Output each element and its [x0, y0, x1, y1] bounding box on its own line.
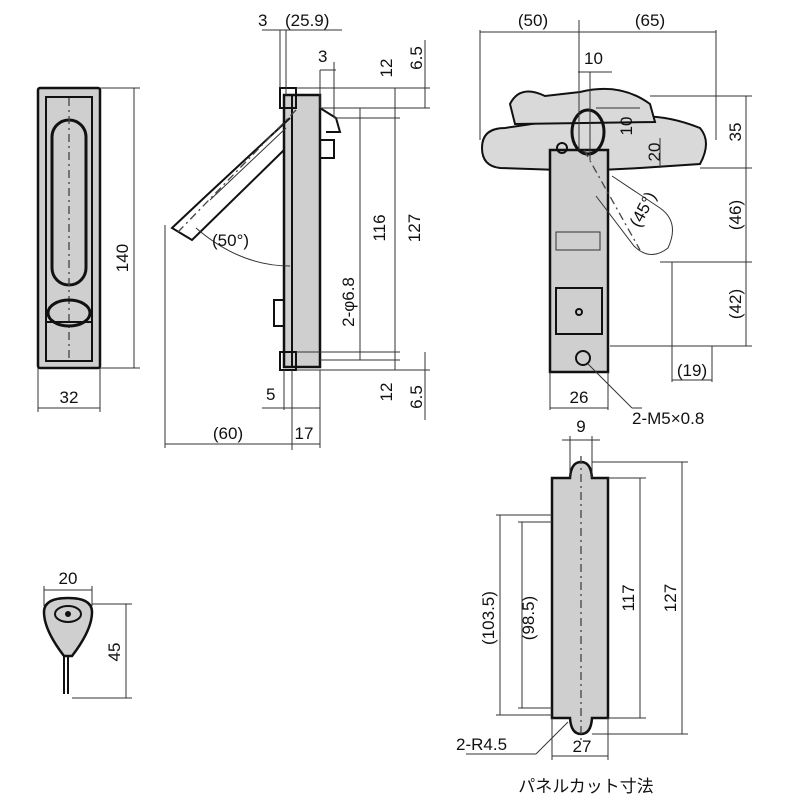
panel-dim-27: 27: [573, 737, 592, 756]
back-dim-10b: 10: [617, 117, 636, 136]
side-angle-label: (50°): [212, 231, 249, 250]
back-dim-35: 35: [726, 123, 745, 142]
side-dim-17: 17: [295, 424, 314, 443]
side-dim-116: 116: [370, 214, 389, 241]
side-dim-bottom-6-5: 6.5: [407, 385, 426, 409]
back-angle-45: (45°): [626, 189, 660, 231]
panel-dim-103-5: (103.5): [479, 591, 498, 645]
side-dim-top-6-5: 6.5: [407, 46, 426, 70]
panel-cut: 9 (103.5) (98.5) 117 127 27 2-R4.5 パネルカッ…: [456, 417, 688, 796]
panel-dim-9: 9: [576, 417, 585, 436]
panel-cut-outline: [550, 460, 610, 736]
side-view: (50°) 3 (25.9) 3 12 6.5 116 127 2-φ6.8 1…: [164, 11, 430, 450]
side-dim-bottom-12: 12: [377, 383, 396, 402]
back-dim-46: (46): [726, 200, 745, 230]
key-view: 20 45: [42, 569, 132, 699]
back-dim-19: (19): [677, 361, 707, 380]
front-inner-frame: [45, 96, 93, 362]
back-latch-keyhole: [570, 108, 606, 156]
front-dim-140: 140: [113, 244, 132, 272]
side-hole-label: 2-φ6.8: [339, 277, 358, 327]
back-dim-20: 20: [645, 143, 664, 162]
side-body: [282, 93, 322, 369]
side-dim-127: 127: [405, 214, 424, 242]
panel-caption: パネルカット寸法: [518, 777, 654, 796]
front-keyhole: [46, 298, 92, 328]
back-view: (50) (65) 10 10 20 35 (46) (42) (45°) (1…: [479, 11, 752, 428]
back-dim-10a: 10: [584, 49, 603, 68]
side-dim-5: 5: [266, 385, 275, 404]
key-dim-20: 20: [59, 569, 78, 588]
front-dim-32: 32: [60, 388, 79, 407]
panel-dim-98-5: (98.5): [519, 596, 538, 640]
front-view: 140 32: [36, 86, 140, 412]
panel-radius-label: 2-R4.5: [456, 735, 507, 754]
side-dim-small-3: 3: [318, 47, 327, 66]
panel-dim-117: 117: [619, 584, 638, 611]
back-body: [548, 148, 610, 374]
side-dim-60: (60): [213, 424, 243, 443]
back-dim-50: (50): [518, 11, 548, 30]
side-dim-top-offset: 3: [258, 11, 267, 30]
key-dim-45: 45: [105, 643, 124, 662]
side-dim-top-12: 12: [377, 59, 396, 78]
side-dim-depth: (25.9): [285, 11, 329, 30]
back-dim-42: (42): [726, 289, 745, 319]
back-cam-plate: [480, 115, 707, 171]
panel-dim-127: 127: [661, 584, 680, 612]
back-dim-26: 26: [570, 388, 589, 407]
back-dim-65: (65): [635, 11, 665, 30]
back-thread-label: 2-M5×0.8: [632, 409, 704, 428]
